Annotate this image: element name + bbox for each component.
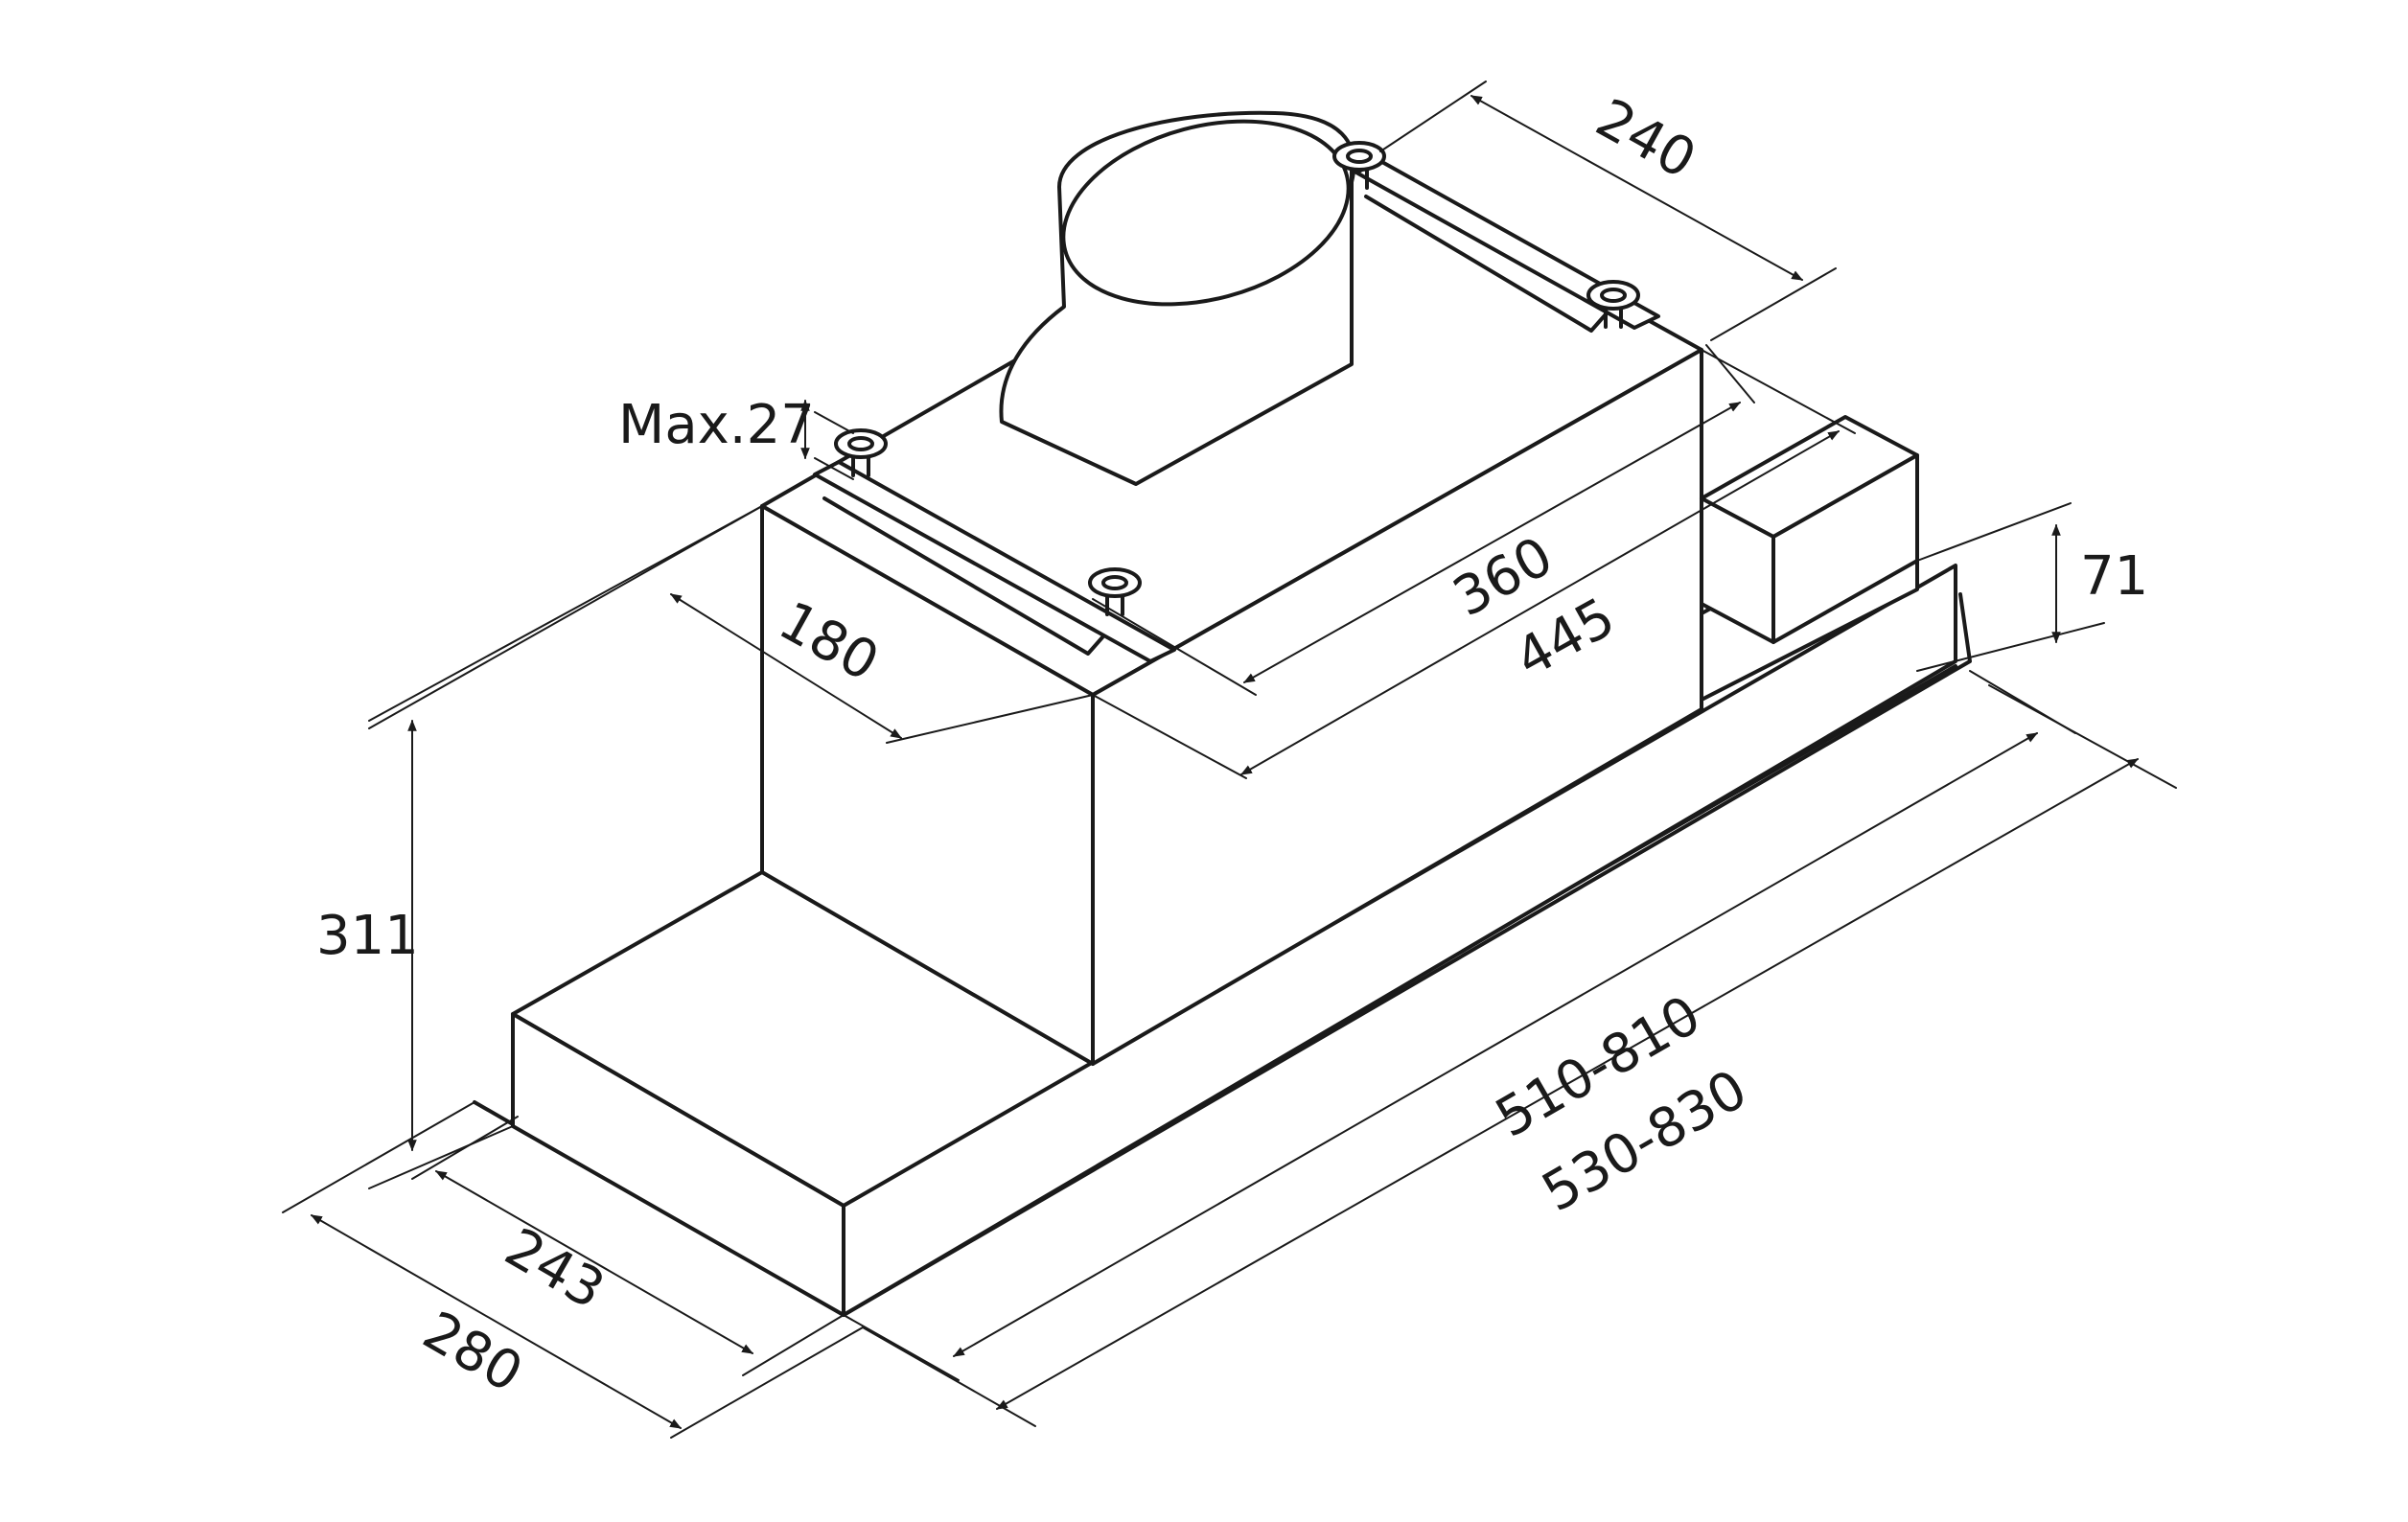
dim-line-530-830 <box>995 758 2140 1410</box>
screw-icon <box>1332 141 1386 190</box>
mounting-screws <box>834 141 1640 616</box>
dim-line-180 <box>669 593 903 739</box>
dim-label-243: 243 <box>495 1216 614 1322</box>
exhaust-duct <box>999 110 1356 486</box>
dim-label-max27: Max.27 <box>618 394 815 456</box>
screw-icon <box>834 428 888 477</box>
dim-label-280: 280 <box>413 1300 533 1405</box>
right-bracket-lip <box>1364 195 1608 333</box>
dim-line-280 <box>310 1214 683 1429</box>
dim-label-71: 71 <box>2080 545 2148 608</box>
duct-opening <box>1061 119 1351 307</box>
dim-label-240: 240 <box>1586 87 1705 192</box>
screw-icon <box>1586 280 1640 329</box>
left-bracket-lip <box>822 496 1104 656</box>
dim-line-445 <box>1239 430 1841 775</box>
dim-line-240 <box>1470 95 1804 281</box>
dimension-lines <box>282 81 2177 1439</box>
screw-icon <box>1088 567 1142 616</box>
dim-label-311: 311 <box>316 905 419 967</box>
